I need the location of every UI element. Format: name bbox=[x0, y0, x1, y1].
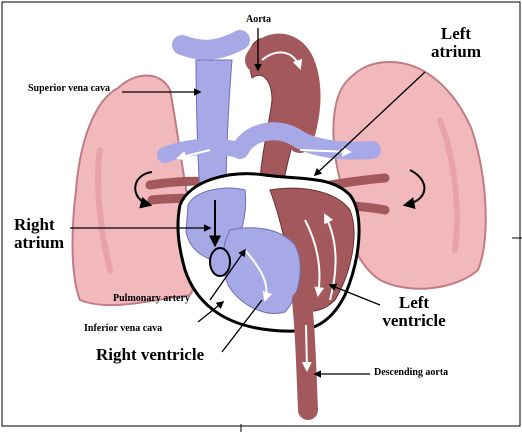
label-left-atrium-line2: atrium bbox=[430, 41, 482, 61]
label-descending-aorta: Descending aorta bbox=[374, 367, 449, 378]
label-right-atrium-line1: Right bbox=[14, 215, 55, 234]
diagram-frame bbox=[1, 1, 521, 427]
label-left-atrium-line1: Left bbox=[440, 24, 472, 43]
label-left-ventricle-line1: Left bbox=[398, 293, 430, 312]
label-left-ventricle: Left ventricle bbox=[366, 294, 462, 330]
label-pulmonary-artery: Pulmonary artery bbox=[113, 293, 190, 304]
label-left-atrium: Left atrium bbox=[420, 25, 492, 61]
label-left-ventricle-line2: ventricle bbox=[382, 310, 446, 330]
label-right-atrium-line2: atrium bbox=[14, 232, 65, 252]
label-aorta: Aorta bbox=[246, 14, 271, 25]
descending-aorta bbox=[292, 290, 318, 420]
label-inferior-vena-cava: Inferior vena cava bbox=[84, 323, 163, 334]
label-superior-vena-cava: Superior vena cava bbox=[28, 83, 111, 94]
inferior-vena-cava bbox=[209, 247, 231, 277]
label-right-atrium: Right atrium bbox=[14, 216, 64, 252]
label-right-ventricle: Right ventricle bbox=[96, 345, 205, 364]
